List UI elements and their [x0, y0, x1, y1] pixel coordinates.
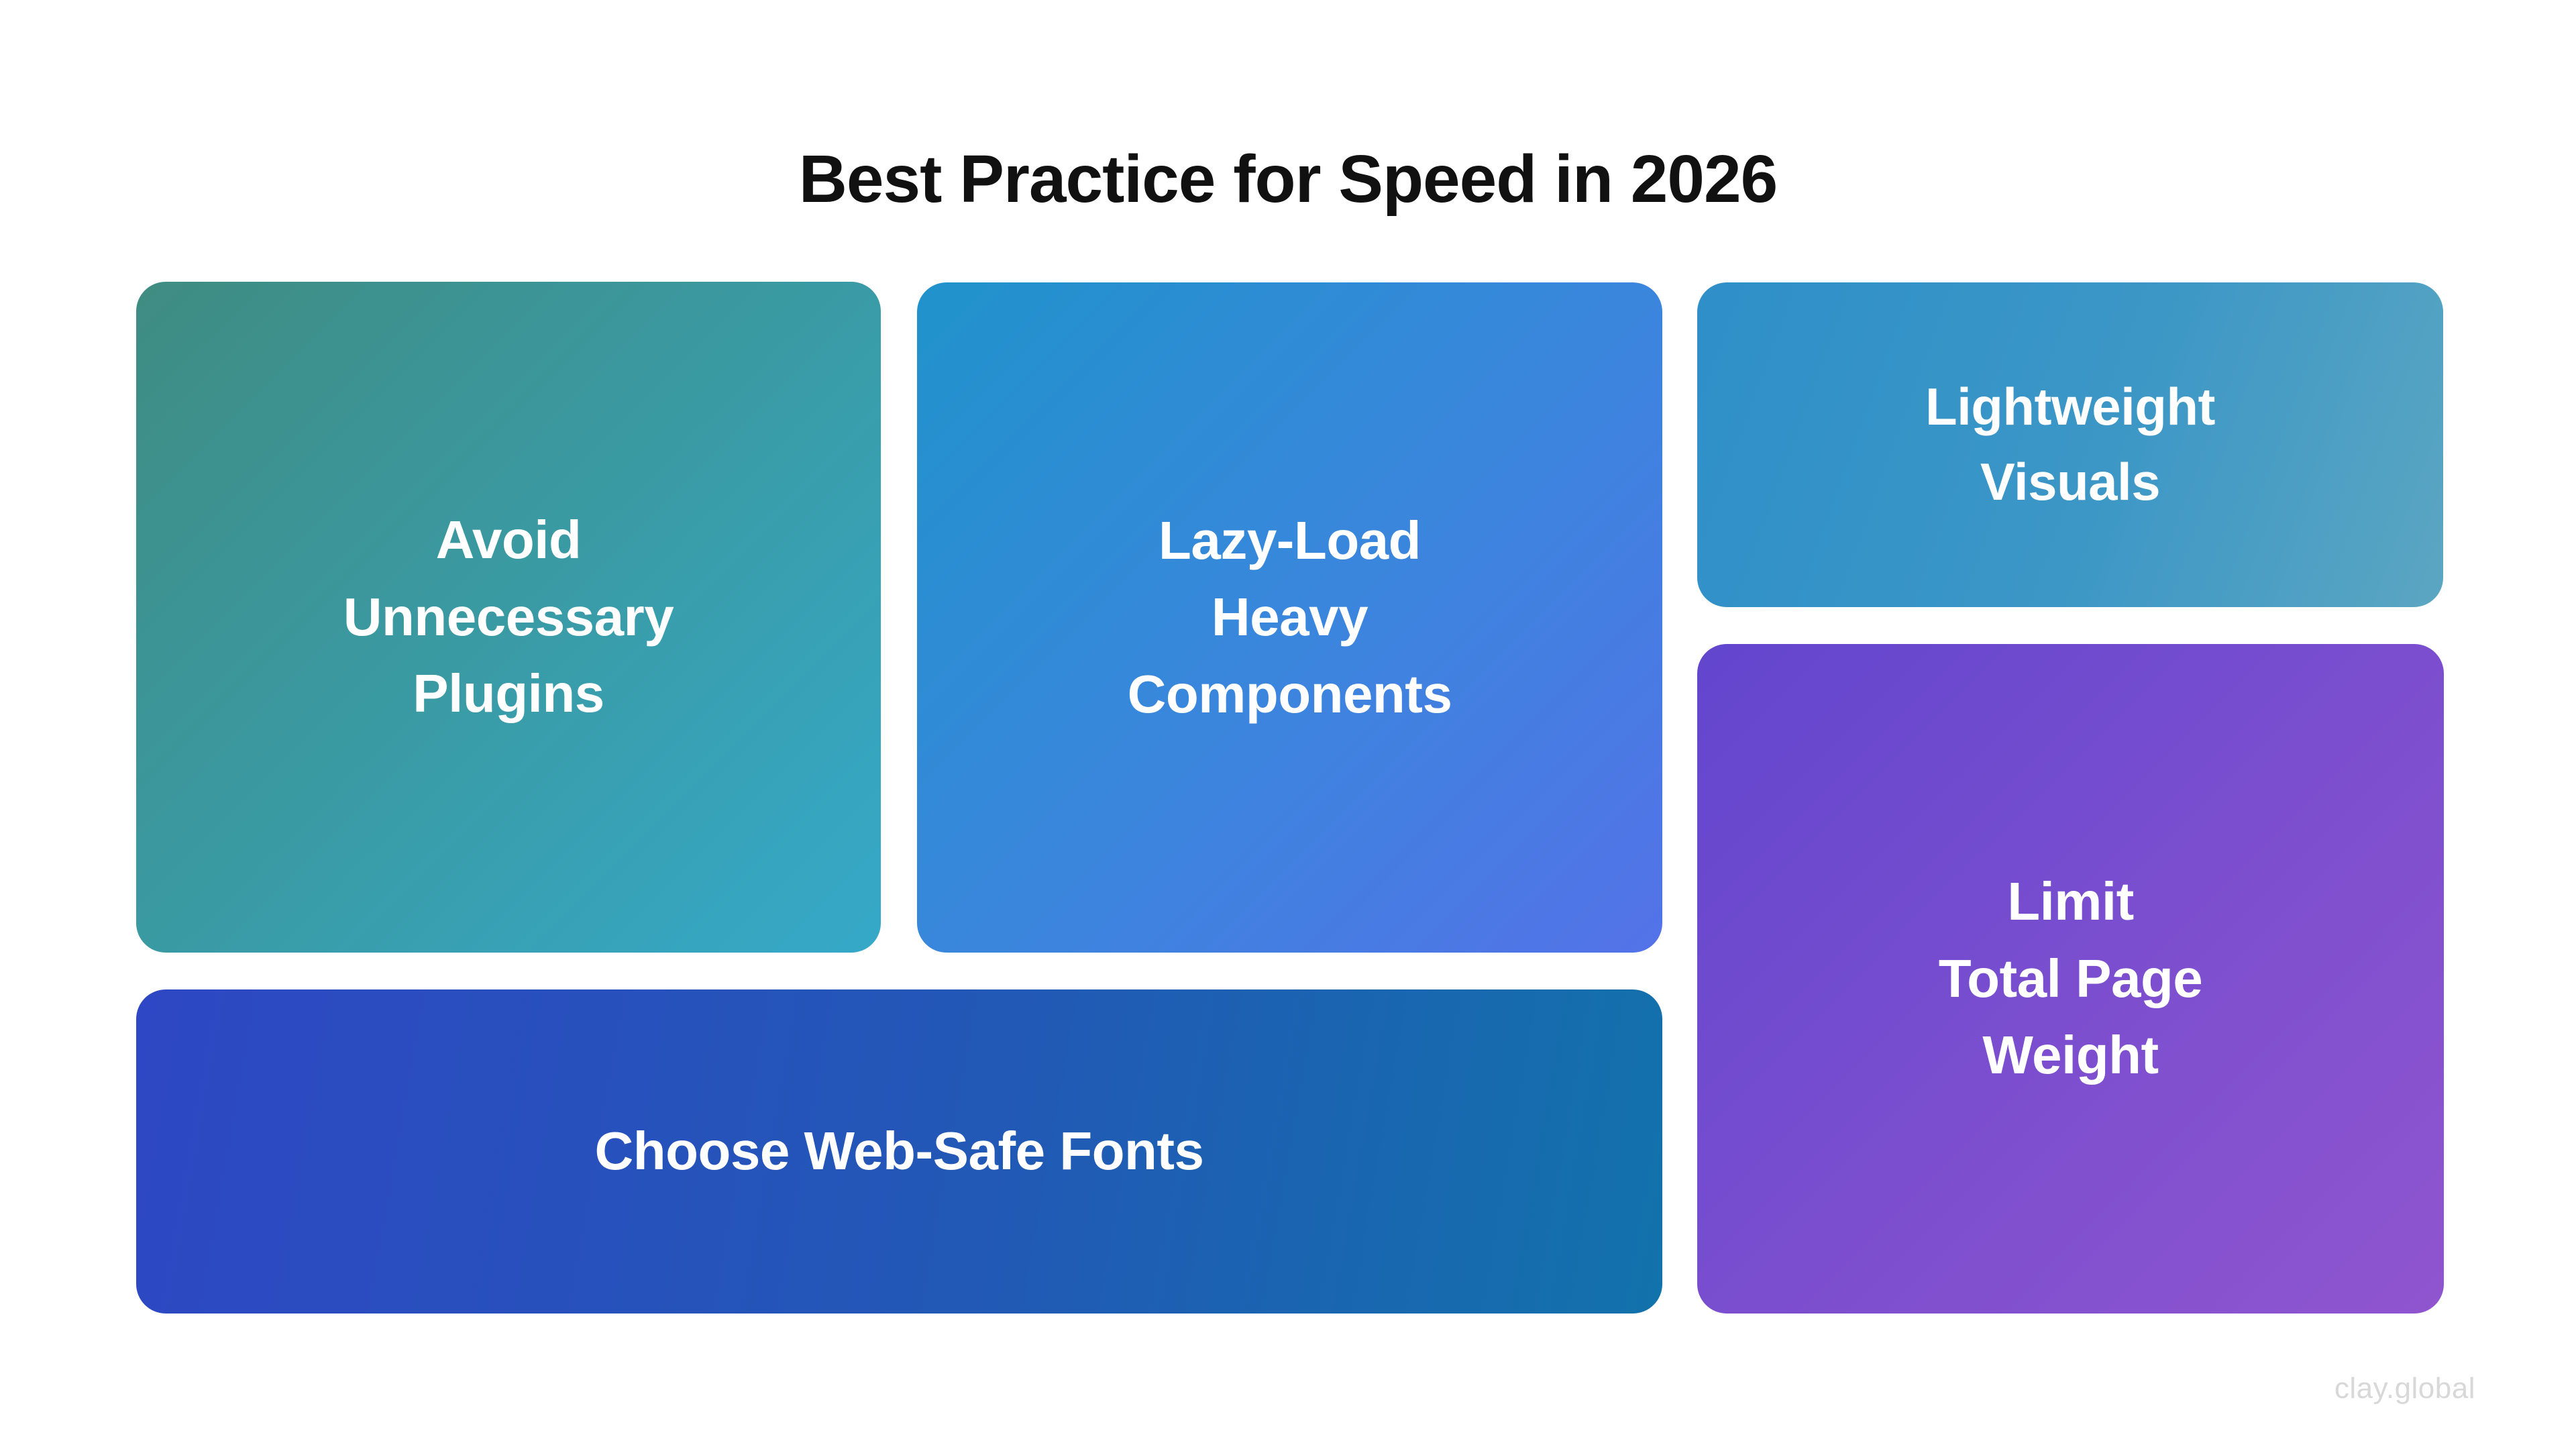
card-lightweight-visuals[interactable]: Lightweight Visuals — [1697, 282, 2443, 607]
card-label: Limit Total Page Weight — [1938, 871, 2203, 1085]
watermark: clay.global — [2334, 1372, 2475, 1405]
card-limit-total-page-weight[interactable]: Limit Total Page Weight — [1697, 644, 2444, 1313]
card-label: Lazy-Load Heavy Components — [1127, 510, 1452, 724]
page-title: Best Practice for Speed in 2026 — [798, 142, 1778, 217]
card-avoid-unnecessary-plugins[interactable]: Avoid Unnecessary Plugins — [136, 282, 881, 953]
card-label: Choose Web-Safe Fonts — [594, 1121, 1204, 1181]
card-choose-web-safe-fonts[interactable]: Choose Web-Safe Fonts — [136, 989, 1662, 1313]
card-label: Avoid Unnecessary Plugins — [343, 510, 674, 724]
card-lazy-load-heavy-components[interactable]: Lazy-Load Heavy Components — [917, 282, 1662, 953]
card-label: Lightweight Visuals — [1925, 377, 2216, 511]
